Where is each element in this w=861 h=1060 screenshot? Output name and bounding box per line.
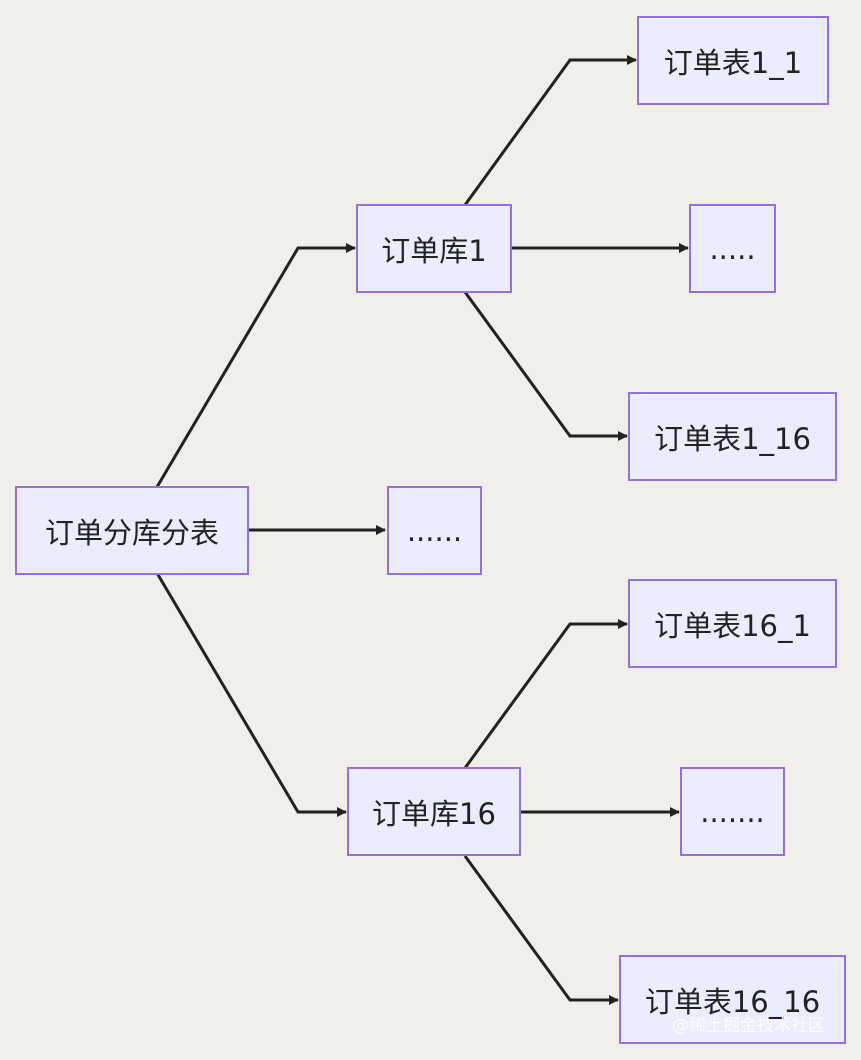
watermark-text: @稀土掘金技术社区 xyxy=(672,1016,825,1036)
node-table-16-16: 订单表16_16 xyxy=(619,955,846,1044)
node-db-more: ...... xyxy=(387,486,482,575)
edge-db1-to-table-1-1 xyxy=(463,55,637,206)
edge-root-to-db16 xyxy=(155,572,347,817)
node-root: 订单分库分表 xyxy=(15,486,249,575)
node-db16: 订单库16 xyxy=(347,767,521,856)
edge-db16-to-table-16-1 xyxy=(463,619,628,769)
edge-root-to-db1 xyxy=(155,243,356,488)
node-table-1-more: ..... xyxy=(689,204,776,293)
edge-db16-to-table-16-16 xyxy=(463,855,619,1005)
node-table-1-16: 订单表1_16 xyxy=(628,392,837,481)
node-table-1-1: 订单表1_1 xyxy=(637,16,829,105)
node-table-16-more: ....... xyxy=(680,767,785,856)
edge-db1-to-table-1-16 xyxy=(463,291,628,441)
node-table-16-1: 订单表16_1 xyxy=(628,579,837,668)
node-db1: 订单库1 xyxy=(356,204,512,293)
